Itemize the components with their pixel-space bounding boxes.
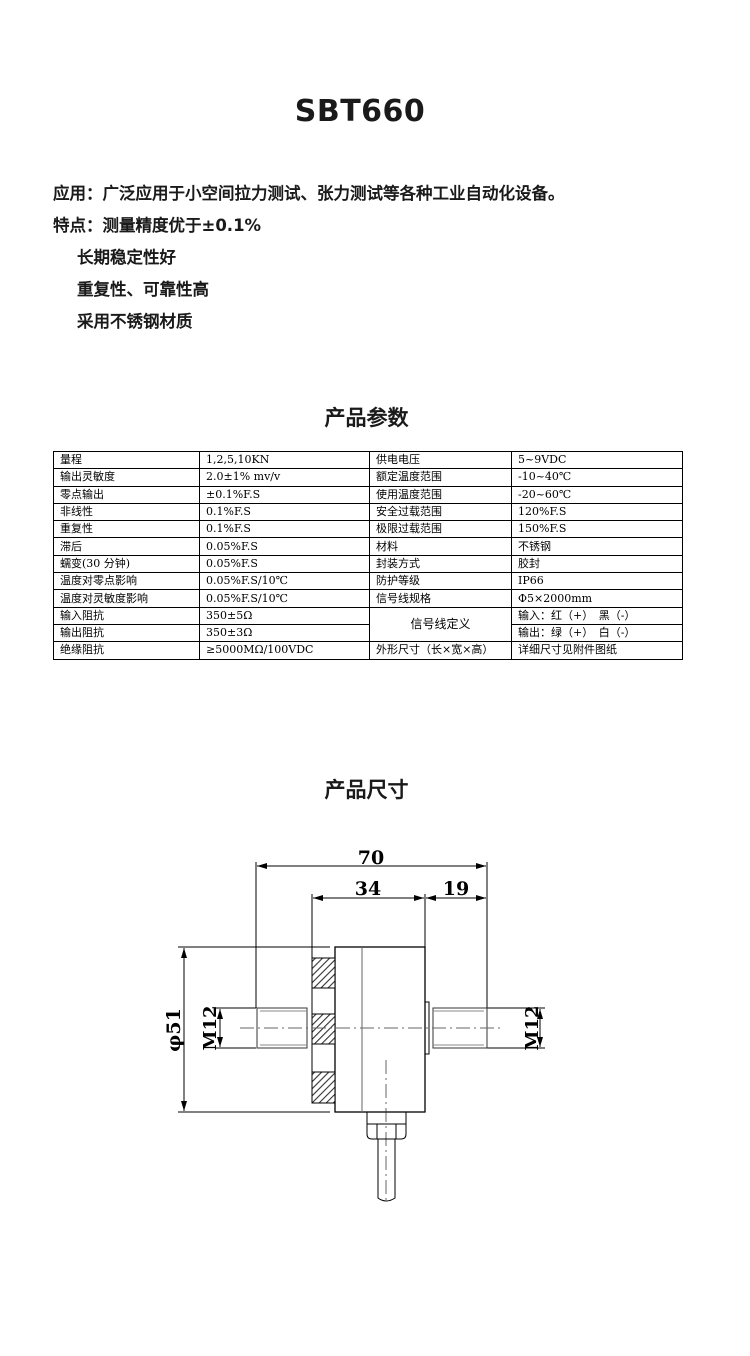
param-value: -10~40℃ xyxy=(511,468,683,487)
param-value: 350±5Ω xyxy=(199,606,370,625)
table-row: 温度对灵敏度影响 0.05%F.S/10℃ 信号线规格 Φ5×2000mm xyxy=(53,589,683,608)
product-model-title: SBT660 xyxy=(294,94,426,129)
param-value: ≥5000MΩ/100VDC xyxy=(199,641,370,660)
param-name: 信号线定义 xyxy=(369,606,512,643)
param-value: IP66 xyxy=(511,572,683,591)
product-intro: 应用：广泛应用于小空间拉力测试、张力测试等各种工业自动化设备。 特点：测量精度优… xyxy=(53,178,565,338)
param-value: 胶封 xyxy=(511,554,683,574)
table-row: 零点输出 ±0.1%F.S 使用温度范围 -20~60℃ xyxy=(53,485,683,504)
application-text: 应用：广泛应用于小空间拉力测试、张力测试等各种工业自动化设备。 xyxy=(53,184,565,203)
dimension-thread-length: 19 xyxy=(443,878,469,900)
param-name: 防护等级 xyxy=(369,572,512,591)
param-value: 输入：红（+） 黑（-） xyxy=(511,606,683,625)
param-value: 1,2,5,10KN xyxy=(199,450,370,470)
table-row: 重复性 0.1%F.S 极限过载范围 150%F.S xyxy=(53,520,683,539)
dimension-body-length: 34 xyxy=(355,878,381,900)
feature-item: 重复性、可靠性高 xyxy=(77,280,209,299)
param-name: 信号线规格 xyxy=(369,589,512,608)
feature-item: 采用不锈钢材质 xyxy=(77,312,193,331)
param-name: 安全过载范围 xyxy=(369,502,512,522)
table-row: 蠕变(30 分钟) 0.05%F.S 封装方式 胶封 xyxy=(53,554,683,574)
param-name: 输出灵敏度 xyxy=(53,468,200,487)
features-label: 特点：测量精度优于±0.1% xyxy=(53,216,262,235)
param-value: 0.05%F.S xyxy=(199,537,370,556)
param-value: 详细尺寸见附件图纸 xyxy=(511,641,683,660)
param-name: 输入阻抗 xyxy=(53,606,200,625)
table-row: 温度对零点影响 0.05%F.S/10℃ 防护等级 IP66 xyxy=(53,572,683,591)
feature-item: 长期稳定性好 xyxy=(77,248,176,267)
param-value: 0.05%F.S/10℃ xyxy=(199,589,370,608)
dimension-overall-length: 70 xyxy=(358,847,384,869)
param-value: 350±3Ω xyxy=(199,623,370,643)
dimension-left-thread: M12 xyxy=(200,1006,221,1051)
param-value: 输出：绿（+） 白（-） xyxy=(511,623,683,643)
param-name: 零点输出 xyxy=(53,485,200,504)
table-row: 量程 1,2,5,10KN 供电电压 5~9VDC xyxy=(53,450,683,470)
table-row: 非线性 0.1%F.S 安全过载范围 120%F.S xyxy=(53,502,683,522)
param-value: Φ5×2000mm xyxy=(511,589,683,608)
param-value: 150%F.S xyxy=(511,520,683,539)
param-name: 温度对灵敏度影响 xyxy=(53,589,200,608)
param-value: 2.0±1% mv/v xyxy=(199,468,370,487)
param-name: 非线性 xyxy=(53,502,200,522)
table-row: 输出灵敏度 2.0±1% mv/v 额定温度范围 -10~40℃ xyxy=(53,468,683,487)
dimensions-section-title: 产品尺寸 xyxy=(324,778,409,802)
dimension-diameter: φ51 xyxy=(163,1008,185,1052)
param-value: 120%F.S xyxy=(511,502,683,522)
param-name: 滞后 xyxy=(53,537,200,556)
param-name: 额定温度范围 xyxy=(369,468,512,487)
param-name: 温度对零点影响 xyxy=(53,572,200,591)
param-name: 绝缘阻抗 xyxy=(53,641,200,660)
param-name: 极限过载范围 xyxy=(369,520,512,539)
table-row: 滞后 0.05%F.S 材料 不锈钢 xyxy=(53,537,683,556)
param-value: 0.1%F.S xyxy=(199,520,370,539)
param-value: 0.05%F.S/10℃ xyxy=(199,572,370,591)
table-row: 输出阻抗 350±3Ω 输出：绿（+） 白（-） xyxy=(53,623,683,643)
param-name: 重复性 xyxy=(53,520,200,539)
param-name: 外形尺寸（长×宽×高） xyxy=(369,641,512,660)
table-row: 输入阻抗 350±5Ω 信号线定义 输入：红（+） 黑（-） xyxy=(53,606,683,643)
param-value: 0.1%F.S xyxy=(199,502,370,522)
param-name: 量程 xyxy=(53,450,200,470)
param-name: 供电电压 xyxy=(369,450,512,470)
param-value: ±0.1%F.S xyxy=(199,485,370,504)
param-name: 使用温度范围 xyxy=(369,485,512,504)
param-name: 输出阻抗 xyxy=(53,623,200,643)
param-value: 不锈钢 xyxy=(511,537,683,556)
dimension-right-thread: M12 xyxy=(522,1006,543,1051)
param-name: 材料 xyxy=(369,537,512,556)
params-section-title: 产品参数 xyxy=(324,406,409,430)
table-row: 绝缘阻抗 ≥5000MΩ/100VDC 外形尺寸（长×宽×高） 详细尺寸见附件图… xyxy=(53,641,683,660)
param-value: -20~60℃ xyxy=(511,485,683,504)
param-name: 封装方式 xyxy=(369,554,512,574)
dimension-drawing: 70 34 19 φ51 M12 M12 xyxy=(163,847,545,1202)
params-table: 量程 1,2,5,10KN 供电电压 5~9VDC 输出灵敏度 2.0±1% m… xyxy=(53,450,683,660)
param-value: 5~9VDC xyxy=(511,450,683,470)
param-name: 蠕变(30 分钟) xyxy=(53,554,200,574)
param-value: 0.05%F.S xyxy=(199,554,370,574)
